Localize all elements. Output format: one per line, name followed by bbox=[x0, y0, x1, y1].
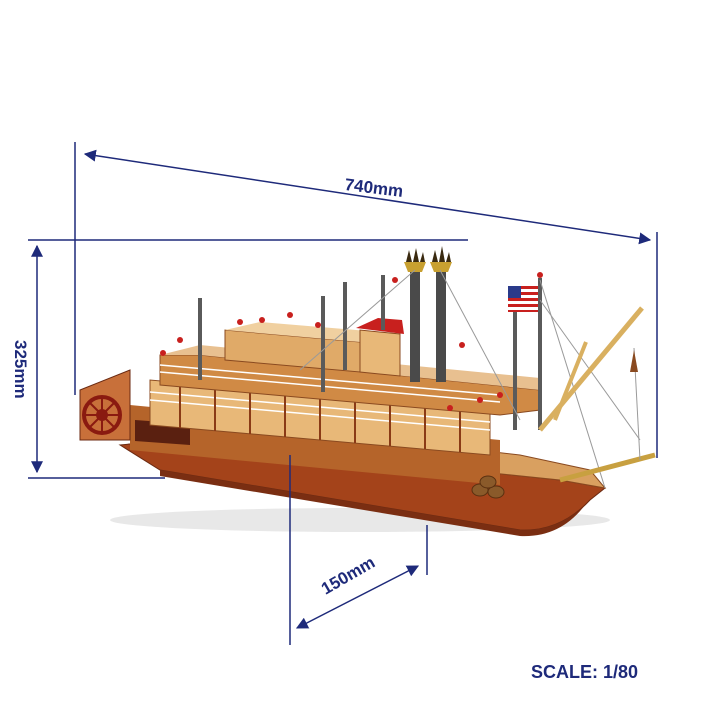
pilot-house bbox=[359, 329, 401, 377]
beam-arrow bbox=[295, 565, 420, 629]
length-arrow bbox=[83, 149, 652, 245]
paddle-wheel bbox=[79, 369, 131, 441]
cabin-posts bbox=[179, 383, 461, 452]
cargo-barrels bbox=[471, 475, 505, 499]
texas-deck-roof bbox=[225, 322, 380, 342]
pilot-house-roof bbox=[356, 318, 404, 334]
poles bbox=[198, 275, 542, 430]
steamboat-illustration bbox=[79, 246, 656, 537]
dimension-lines bbox=[28, 142, 658, 645]
boom-spars bbox=[538, 306, 656, 483]
american-flag-icon bbox=[508, 286, 538, 312]
height-label: 325mm bbox=[11, 340, 30, 399]
upper-deck-railing bbox=[159, 364, 501, 403]
red-accents bbox=[160, 272, 543, 411]
hull-bottom bbox=[160, 470, 590, 537]
smokestacks bbox=[404, 246, 452, 382]
scale-label: SCALE: 1/80 bbox=[530, 662, 638, 682]
